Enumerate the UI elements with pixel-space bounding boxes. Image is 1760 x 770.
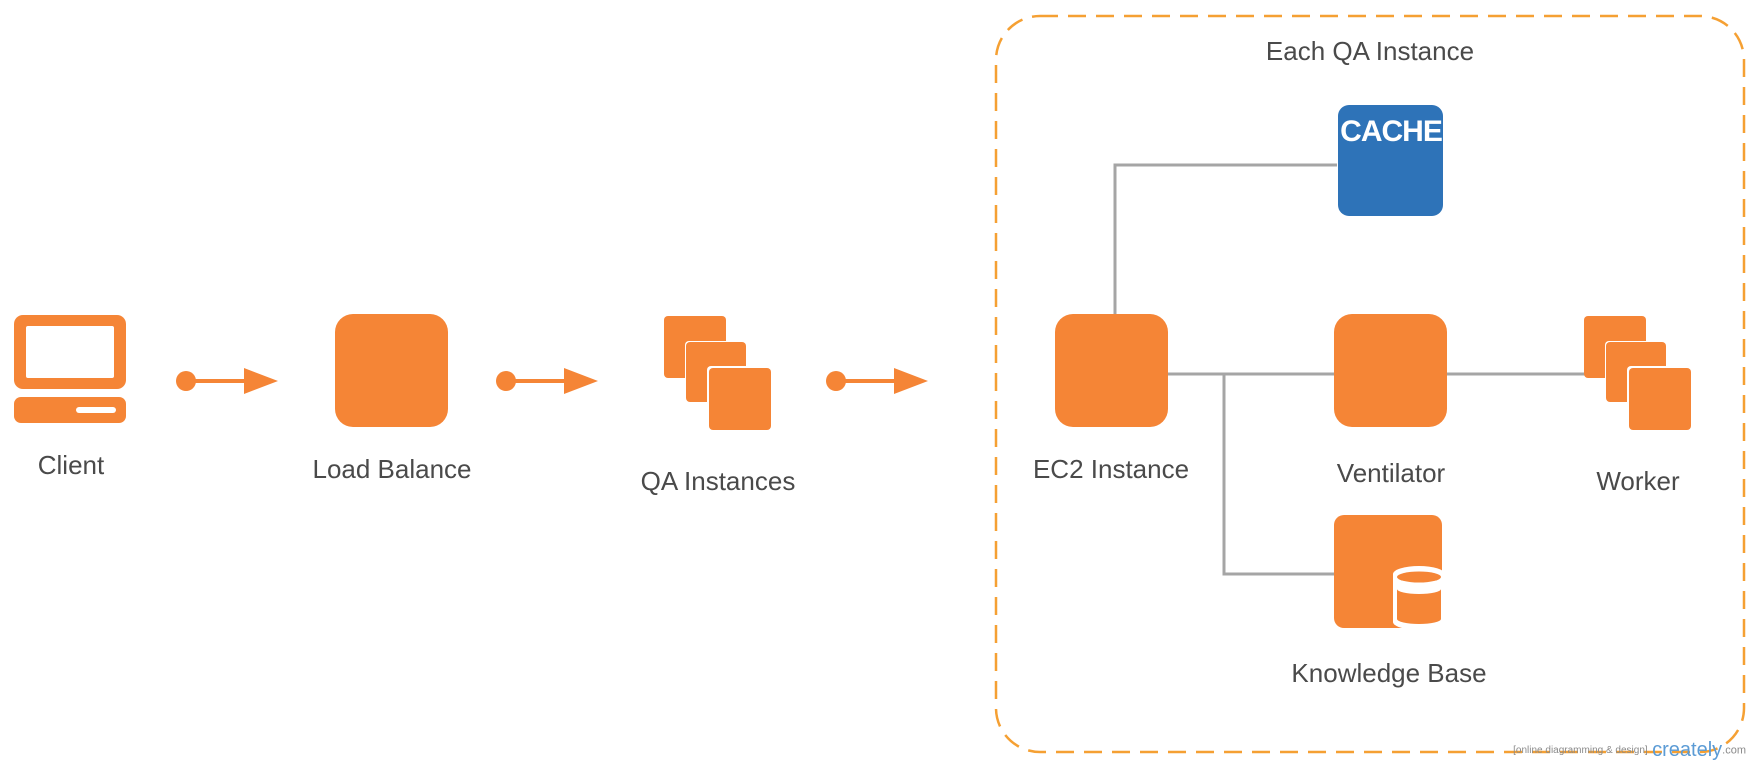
watermark-suffix: .com bbox=[1722, 744, 1746, 757]
load-balance-label: Load Balance bbox=[312, 454, 472, 484]
stacked-instances-icon bbox=[664, 316, 771, 430]
flow-arrow-client-loadbalance bbox=[176, 368, 278, 394]
qa-instance-group-boundary bbox=[994, 14, 1746, 754]
ec2-instance-icon bbox=[1055, 314, 1168, 427]
connector-ec2-knowledge-base bbox=[1222, 374, 1336, 576]
watermark-brand: creately bbox=[1652, 739, 1723, 761]
server-icon bbox=[1334, 314, 1447, 427]
stacked-instances-icon bbox=[1584, 316, 1691, 430]
database-icon bbox=[1334, 515, 1445, 630]
worker-label: Worker bbox=[1596, 466, 1680, 496]
connector-ec2-cache bbox=[1113, 163, 1337, 316]
flow-arrow-qainstances-group bbox=[826, 368, 928, 394]
ventilator-label: Ventilator bbox=[1336, 458, 1446, 488]
cache-label: CACHE bbox=[1340, 115, 1442, 148]
client-label: Client bbox=[37, 450, 105, 480]
flow-arrow-loadbalance-qainstances bbox=[496, 368, 598, 394]
cache-icon: CACHE bbox=[1338, 105, 1443, 216]
watermark-tagline: [online diagramming & design] bbox=[1513, 745, 1648, 756]
load-balancer-icon bbox=[335, 314, 448, 427]
watermark: [online diagramming & design] creately.c… bbox=[1513, 739, 1746, 762]
knowledge-base-label: Knowledge Base bbox=[1291, 658, 1487, 688]
desktop-computer-icon bbox=[14, 315, 126, 423]
connectors bbox=[1113, 163, 1588, 576]
qa-instances-label: QA Instances bbox=[640, 466, 796, 496]
ec2-instance-label: EC2 Instance bbox=[1032, 454, 1190, 484]
group-title: Each QA Instance bbox=[1265, 36, 1475, 66]
